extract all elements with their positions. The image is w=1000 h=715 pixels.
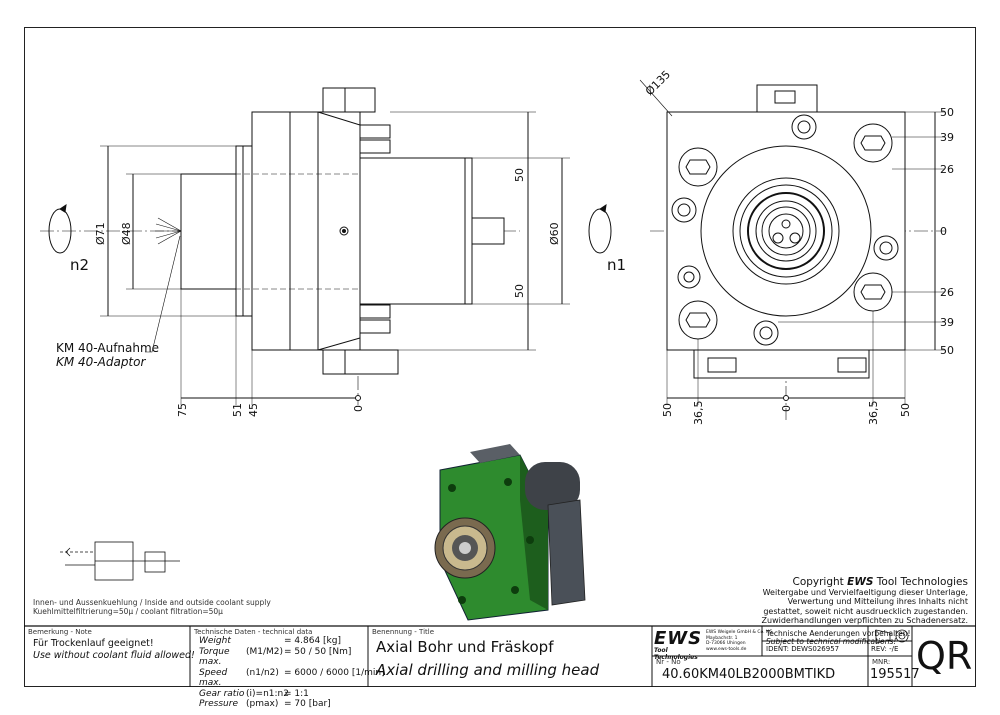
dim-50-upper: 50 [513,168,526,182]
dim-diam-135: Ø135 [643,68,673,98]
tech-row: Weight= 4.864 [kg] [199,636,341,646]
drawing-sheet [24,27,976,687]
dim-b50-right: 50 [899,403,912,417]
dim-r26-bot: 26 [940,286,954,299]
label-n2: n2 [70,256,89,274]
revision: REV: -/E [871,645,899,653]
changes-de: Technische Aenderungen vorbehalten! [766,629,911,638]
km-label-de: KM 40-Aufnahme [56,341,160,355]
mnr-label: MNR: [872,658,891,666]
note-header: Bemerkung - Note [28,628,92,636]
iso-render [434,444,586,621]
title-en: Axial drilling and milling head [376,661,600,679]
label-n1: n1 [607,256,626,274]
copyright-block: Copyright EWS Tool Technologies Weiterga… [761,576,968,626]
km-label-en: KM 40-Adaptor [56,355,146,369]
dim-r39-bot: 39 [940,316,954,329]
title-header: Benennung - Title [372,628,435,636]
dim-r26-top: 26 [940,163,954,176]
dim-50-lower: 50 [513,284,526,298]
copyright-line3: Verwertung und Mitteilung ihres Inhalts … [787,597,968,606]
ident: IDENT: DEWS026957 [766,645,840,653]
dim-b36-left: 36,5 [692,401,705,426]
ews-logo: EWS Tool Technologies [654,628,703,662]
dim-0-side: 0 [352,405,365,412]
dim-75: 75 [176,403,189,417]
copyright-line2: Weitergabe und Vervielfaeltigung dieser … [762,587,968,597]
changes-en: Subject to technical modifications! [766,637,897,646]
dim-diam-60: Ø60 [548,222,561,245]
tech-header: Technische Daten - technical data [194,628,313,636]
note-en: Use without coolant fluid allowed! [33,650,195,661]
dim-45: 45 [247,403,260,417]
coolant-note-en: Kuehlmittelfiltrierung=50μ / coolant fil… [33,607,223,616]
tech-row: Speed max.(n1/n2)= 6000 / 6000 [1/min] [199,667,385,689]
mnr-value: 195517 [870,667,920,682]
dim-diam-48: Ø48 [120,222,133,245]
dim-b0: 0 [780,405,793,412]
dim-r50-bot: 50 [940,344,954,357]
tech-row: Torque max.(M1/M2)= 50 / 50 [Nm] [199,646,352,668]
coolant-note-de: Innen- und Aussenkuehlung / Inside and o… [33,598,271,607]
dim-b36-right: 36,5 [867,401,880,426]
copyright-brand: EWS [847,576,874,588]
copyright-prefix: Copyright [792,576,848,588]
dim-r0: 0 [940,225,947,238]
part-number: 40.60KM40LB2000BMTIKD [662,667,836,682]
copyright-line5: Zuwiderhandlungen verpflichten zu Schade… [761,616,968,625]
dim-r39-top: 39 [940,131,954,144]
tech-row: Gear ratio(i)=n1:n2= 1:1 [199,688,309,699]
tech-table: Weight= 4.864 [kg] Torque max.(M1/M2)= 5… [199,636,385,710]
tech-row: Pressure(pmax)= 70 [bar] [199,699,331,709]
dim-r50-top: 50 [940,106,954,119]
dim-b50-left: 50 [661,403,674,417]
nr-label: Nr - No [656,658,681,666]
note-de: Für Trockenlauf geeignet! [33,638,154,649]
copyright-suffix: Tool Technologies [873,576,968,588]
qr-label: QR [916,634,973,678]
copyright-line4: gestattet, soweit nicht ausdruecklich zu… [763,606,968,616]
company-address: EWS Weigele GmbH & Co. KG Maybachstr. 1 … [706,630,773,652]
dim-51: 51 [231,403,244,417]
dim-diam-71: Ø71 [94,222,107,245]
title-de: Axial Bohr und Fräskopf [376,638,554,656]
